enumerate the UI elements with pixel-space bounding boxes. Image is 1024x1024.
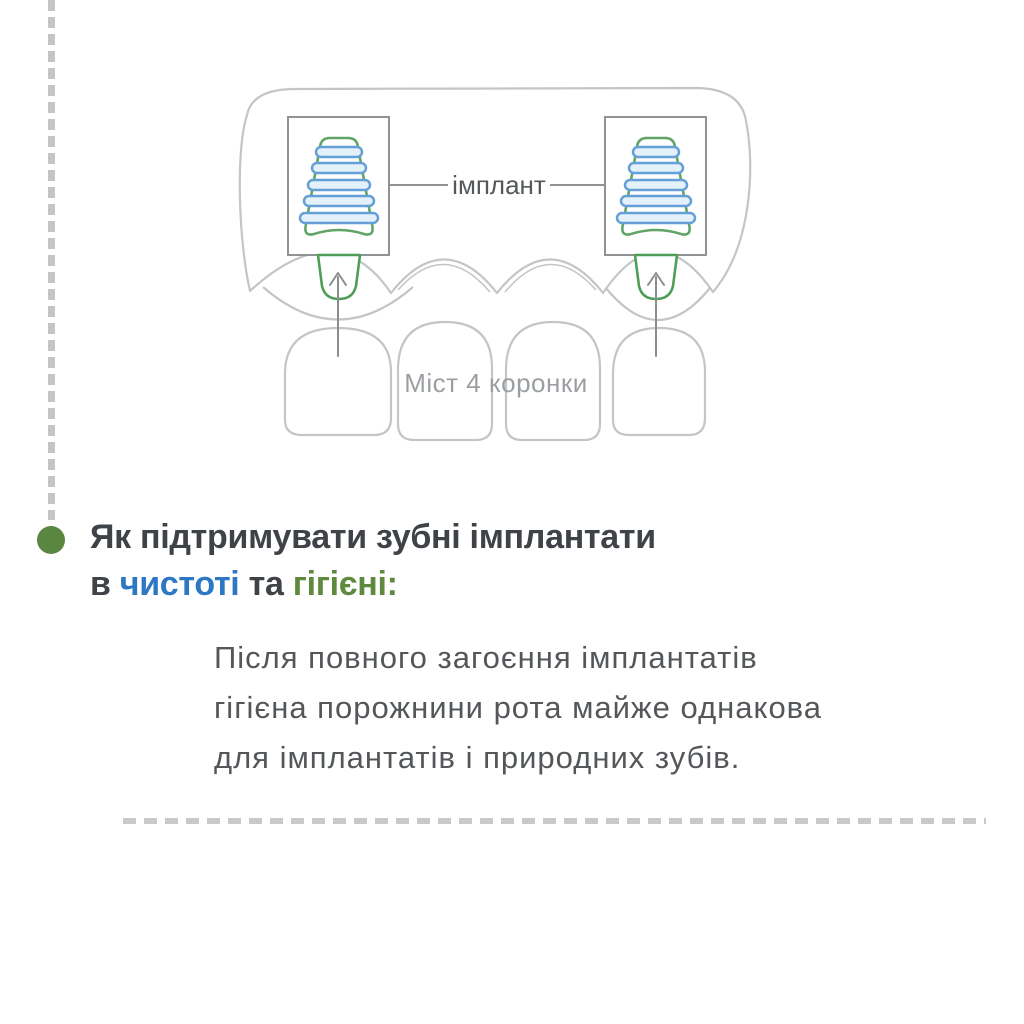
- arrow-right: [647, 272, 665, 357]
- paragraph-line-3: для імплантатів і природних зубів.: [214, 740, 741, 775]
- heading-word-dark-2: та: [248, 565, 284, 603]
- crown-1: [283, 326, 393, 437]
- crown-2: [396, 320, 494, 442]
- paragraph-line-2: гігієна порожнини рота майже однакова: [214, 690, 823, 725]
- section-heading: Як підтримувати зубні імплантати в чисто…: [90, 514, 656, 608]
- heading-line-1: Як підтримувати зубні імплантати: [90, 518, 656, 556]
- arrow-left: [329, 272, 347, 357]
- gum-socket-arc-right: [605, 287, 711, 321]
- heading-word-blue: чистоті: [119, 565, 240, 603]
- implant-diagram: імплант Міст 4 коронки: [238, 86, 752, 442]
- crown-4: [611, 326, 707, 437]
- heading-word-dark-1: в: [90, 565, 111, 603]
- bridge-label: Міст 4 коронки: [404, 368, 588, 398]
- gum-inner-arc-right: [504, 263, 597, 293]
- heading-word-green: гігієні:: [292, 565, 398, 603]
- timeline-bullet-dot: [37, 526, 65, 554]
- heading-line-2: в чистоті та гігієні:: [90, 561, 656, 608]
- body-paragraph: Після повного загоєння імплантатів гігіє…: [214, 633, 822, 783]
- timeline-dashed-line: [48, 0, 55, 520]
- bridge-crowns: [283, 320, 707, 442]
- paragraph-line-1: Після повного загоєння імплантатів: [214, 640, 758, 675]
- implant-label: імплант: [452, 170, 546, 200]
- dashed-divider: [123, 818, 986, 824]
- crown-3: [504, 320, 602, 442]
- gum-inner-arc-left: [397, 263, 491, 293]
